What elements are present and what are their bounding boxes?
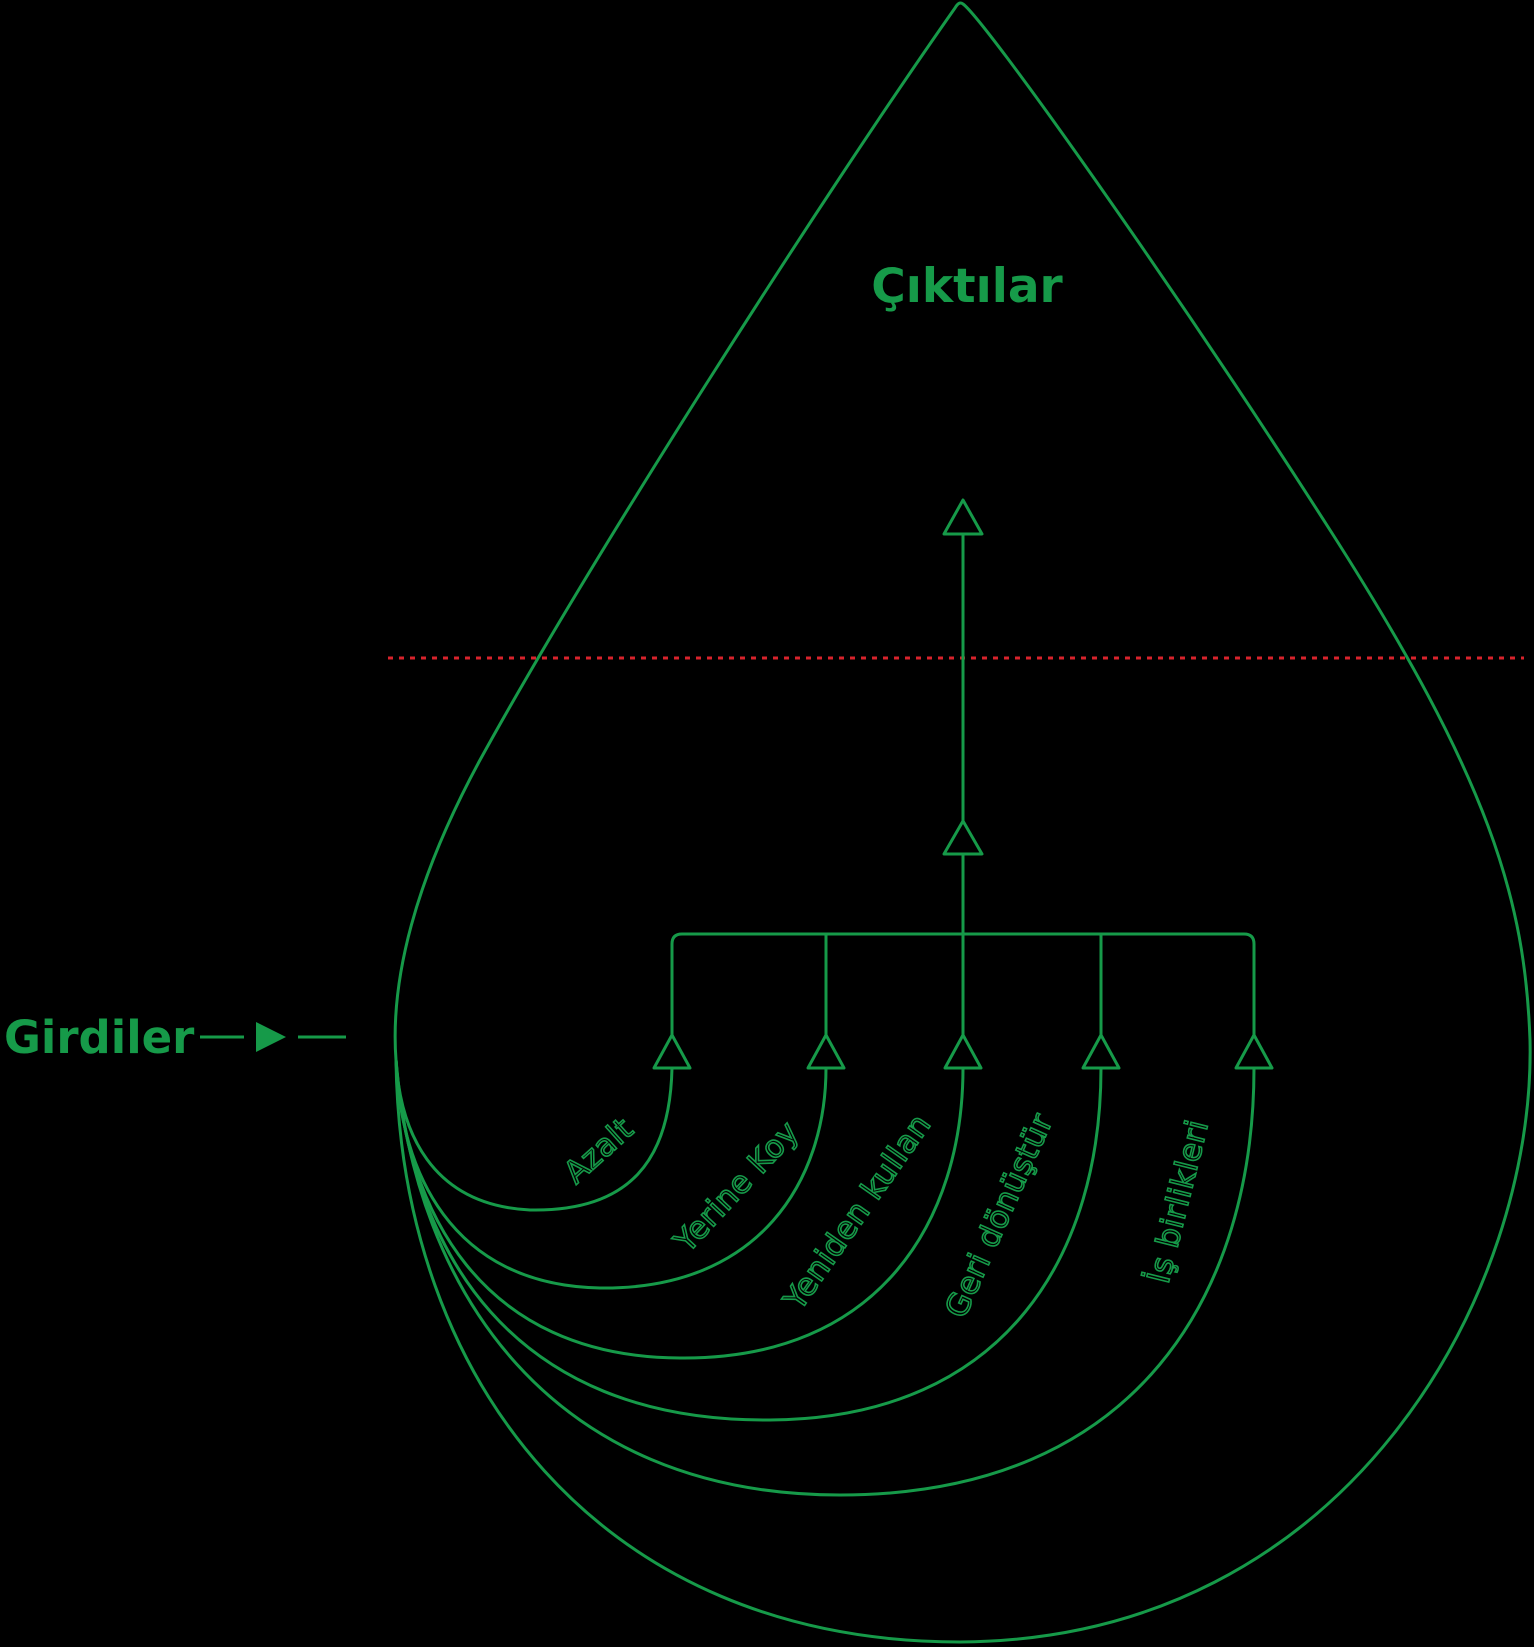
branch-arrowhead-1-icon bbox=[652, 1033, 692, 1070]
merge-arrowhead-icon bbox=[942, 819, 984, 856]
branch-arrowhead-2-icon bbox=[806, 1033, 846, 1070]
branch-label-2: Yerine Koy bbox=[667, 1114, 806, 1260]
branch-curve-5 bbox=[394, 1059, 1256, 1497]
branch-curve-4 bbox=[394, 1059, 1103, 1422]
branch-arrowhead-5-icon bbox=[1234, 1033, 1274, 1070]
branch-curve-3 bbox=[394, 1059, 965, 1360]
output-arrowhead-icon bbox=[942, 498, 984, 536]
branch-arrowhead-3-icon bbox=[943, 1033, 983, 1070]
drop-outline bbox=[393, 1, 1532, 1644]
branch-label-1: Azalt bbox=[557, 1111, 640, 1191]
branch-label-5: İş birlikleri bbox=[1141, 1116, 1216, 1287]
outputs-title: Çıktılar bbox=[871, 259, 1063, 314]
branch-arrowhead-4-icon bbox=[1081, 1033, 1121, 1070]
branch-curve-2 bbox=[394, 1059, 828, 1290]
inputs-label: Girdiler bbox=[4, 1011, 195, 1064]
input-arrow-icon bbox=[256, 1022, 286, 1052]
branch-curve-1 bbox=[394, 1059, 674, 1212]
